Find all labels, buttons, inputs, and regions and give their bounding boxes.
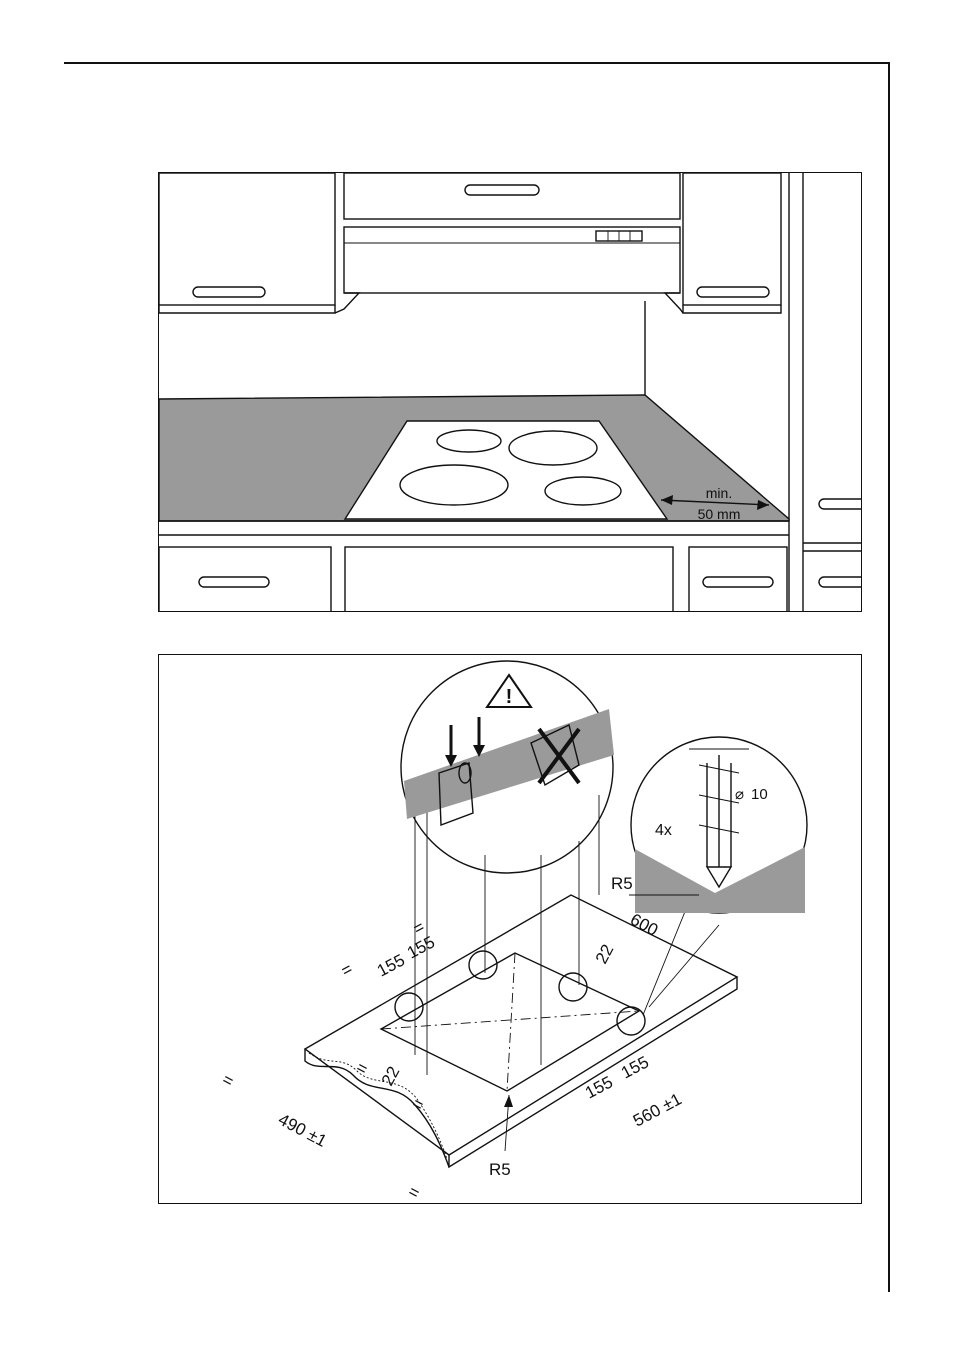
radius-label-bottom: R5 [489, 1160, 511, 1179]
warning-symbol: ! [506, 686, 513, 708]
dim-155-d: 155 [618, 1052, 652, 1082]
equal-mark: = [338, 959, 356, 980]
worktop-cutout [381, 953, 639, 1091]
equal-mark: = [353, 1058, 371, 1079]
worktop [305, 895, 737, 1155]
kitchen-illustration-panel: min. 50 mm [158, 172, 862, 612]
clearance-label-value: 50 mm [698, 506, 741, 522]
wall-cabinet-top [344, 173, 680, 219]
screw-count: 4x [655, 822, 672, 839]
dim-560: 560 ±1 [630, 1089, 685, 1130]
dim-22-top: 22 [592, 941, 618, 967]
cabinet-handle [199, 577, 269, 587]
screw-diameter: 10 [751, 786, 768, 803]
equal-mark: = [409, 1094, 427, 1115]
radius-label-top: R5 [611, 874, 633, 893]
dim-155-a: 155 [374, 950, 408, 980]
dim-155-c: 155 [582, 1072, 616, 1102]
cabinet-handle [193, 287, 265, 297]
screw-diameter-symbol: ⌀ [735, 786, 744, 803]
cabinet-handle [697, 287, 769, 297]
dim-600: 600 [627, 910, 661, 940]
equal-mark: = [405, 1182, 423, 1203]
kitchen-illustration: min. 50 mm [159, 173, 861, 611]
cabinet-handle [819, 577, 861, 587]
wall-cabinet-left [159, 173, 335, 305]
header-rule [64, 62, 890, 64]
fixing-bracket-position [559, 973, 587, 1001]
cutout-dimensions-panel: ! ⌀ 10 4x R5 600 22 155 155 = = 155 155 … [158, 654, 862, 1204]
wall-cabinet-right [683, 173, 781, 305]
cabinet-handle [819, 499, 861, 509]
dim-490: 490 ±1 [275, 1110, 330, 1151]
detail-worktop [404, 709, 614, 819]
cutout-dimensions-diagram: ! ⌀ 10 4x R5 600 22 155 155 = = 155 155 … [159, 655, 861, 1203]
oven-front [345, 547, 673, 611]
dim-22-bottom: 22 [378, 1063, 404, 1089]
equal-mark: = [219, 1070, 237, 1091]
margin-rule [888, 62, 890, 1292]
cabinet-handle [703, 577, 773, 587]
base-cabinet-left [159, 547, 331, 611]
clearance-label-min: min. [706, 485, 732, 501]
cabinet-handle [465, 185, 539, 195]
